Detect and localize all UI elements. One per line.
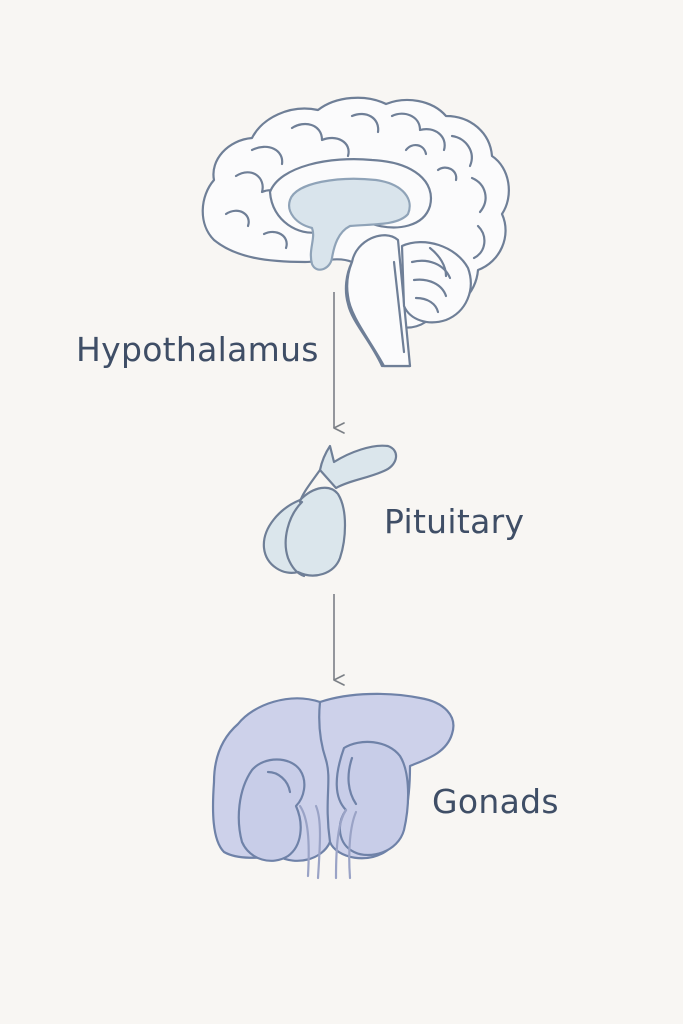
hypothalamus-label: Hypothalamus — [76, 330, 319, 369]
gonads-label: Gonads — [432, 782, 559, 821]
pituitary-stalk — [318, 444, 398, 490]
hypothalamus-region — [288, 177, 411, 271]
brain-illustration — [201, 96, 510, 368]
gonads-illustration — [211, 692, 455, 880]
pituitary-label: Pituitary — [384, 502, 525, 541]
pituitary-illustration — [262, 444, 398, 578]
gonad-left — [237, 758, 306, 862]
gonad-right — [335, 740, 410, 857]
pituitary-gland — [262, 486, 347, 577]
brain-outline — [201, 96, 510, 368]
cerebellum — [400, 241, 472, 324]
